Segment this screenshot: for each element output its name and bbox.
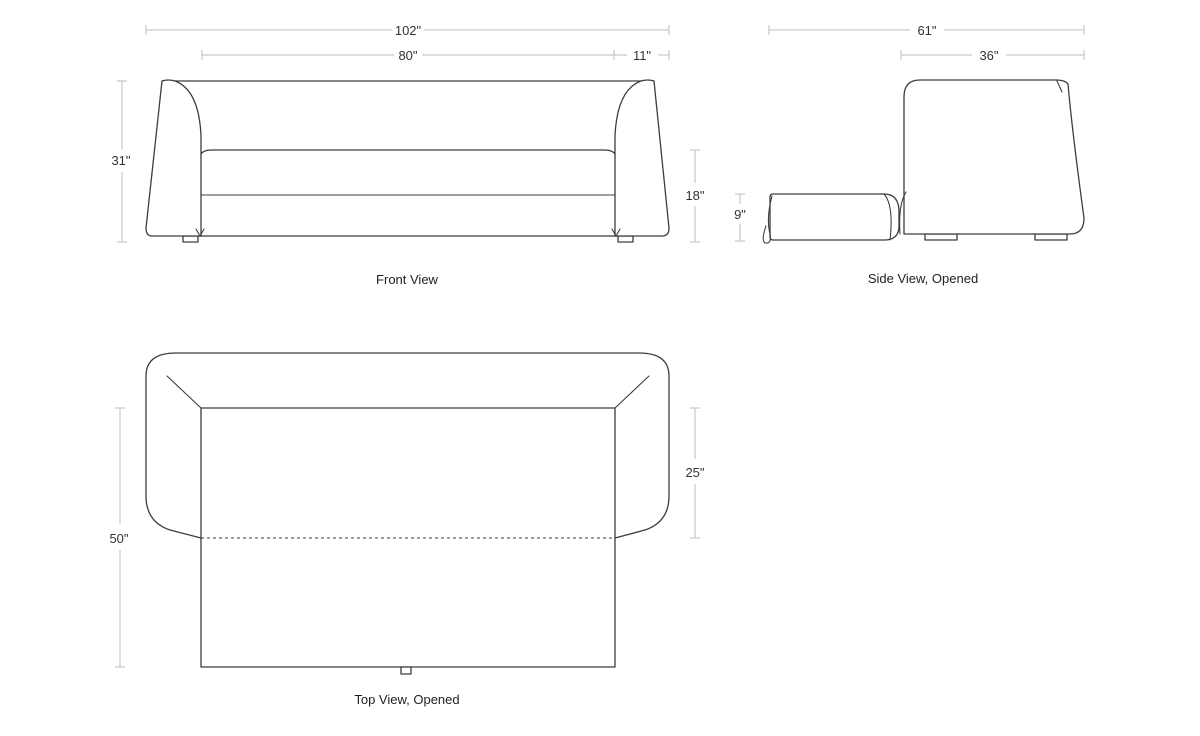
- dim-seat-height-label: 18": [685, 188, 704, 203]
- dim-seat-height: 18": [685, 149, 705, 243]
- dim-arm-width: 11": [614, 48, 670, 63]
- dim-body-depth-label: 36": [979, 48, 998, 63]
- dim-body-depth: 36": [900, 48, 1085, 63]
- dim-arm-width-label: 11": [633, 48, 651, 63]
- top-sofa-drawing: [145, 352, 670, 675]
- front-view-caption: Front View: [376, 272, 439, 287]
- dim-height: 31": [111, 80, 131, 243]
- dim-overall-width: 102": [145, 23, 670, 38]
- dim-seat-width: 80": [201, 48, 615, 63]
- dim-mattress-height: 9": [734, 193, 746, 242]
- dim-opened-length: 50": [109, 407, 129, 668]
- dim-opened-length-label: 50": [109, 531, 128, 546]
- front-sofa-drawing: [145, 79, 670, 243]
- dim-seat-depth: 25": [685, 407, 705, 539]
- top-view-caption: Top View, Opened: [354, 692, 459, 707]
- side-sofa-drawing: [762, 79, 1085, 244]
- side-view: 61" 36" 9": [734, 23, 1085, 286]
- dim-seat-depth-label: 25": [685, 465, 704, 480]
- dim-opened-depth: 61": [768, 23, 1085, 38]
- dim-overall-width-label: 102": [395, 23, 422, 38]
- dim-seat-width-label: 80": [398, 48, 417, 63]
- dim-opened-depth-label: 61": [917, 23, 936, 38]
- dim-mattress-height-label: 9": [734, 207, 746, 222]
- side-view-caption: Side View, Opened: [868, 271, 978, 286]
- dim-height-label: 31": [111, 153, 130, 168]
- top-view: 50" 25" Top View, Opened: [109, 352, 705, 707]
- front-view: 102" 80" 11" 31": [111, 23, 704, 287]
